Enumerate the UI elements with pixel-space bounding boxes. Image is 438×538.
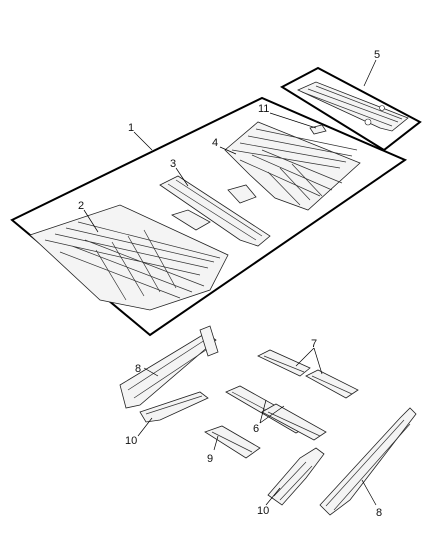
leader-10-upper: [137, 417, 153, 437]
callout-7: 7: [311, 338, 317, 350]
rear-floor-pan: [224, 121, 361, 211]
callout-8-lower: 8: [376, 507, 382, 519]
leader-7a: [295, 347, 315, 367]
leader-10-lower: [265, 487, 281, 506]
seat-support-bracket: [204, 425, 261, 459]
leader-11: [269, 112, 317, 129]
callout-11: 11: [258, 103, 269, 115]
leader-6a: [259, 399, 267, 424]
front-floor-pan: [29, 204, 229, 311]
leader-5: [363, 59, 377, 87]
callout-10-upper: 10: [125, 435, 137, 447]
leader-8-upper: [143, 367, 159, 377]
leader-8-lower: [361, 479, 377, 506]
left-sill-rail: [119, 325, 219, 409]
leader-4: [219, 146, 237, 155]
leader-6b: [259, 405, 285, 424]
rear-floor-rails: [257, 349, 359, 399]
leader-3: [175, 167, 189, 187]
center-crossmember: [159, 175, 271, 247]
leader-9: [213, 435, 219, 451]
right-sill-bracket: [267, 447, 325, 506]
callout-5: 5: [374, 49, 380, 61]
callout-8-upper: 8: [135, 363, 141, 375]
callout-4: 4: [212, 137, 218, 149]
callout-1: 1: [128, 122, 134, 134]
callout-2: 2: [78, 200, 84, 212]
floor-crossmembers: [225, 385, 327, 441]
callout-6: 6: [253, 423, 259, 435]
callout-10-lower: 10: [257, 505, 269, 517]
leader-2: [83, 209, 99, 233]
right-sill-rail: [319, 407, 417, 516]
callout-3: 3: [170, 158, 176, 170]
leader-1: [133, 131, 153, 151]
rear-crossmember-panel: [297, 81, 409, 132]
callout-9: 9: [207, 453, 213, 465]
left-sill-bracket: [139, 391, 209, 423]
leader-7b: [313, 347, 323, 375]
